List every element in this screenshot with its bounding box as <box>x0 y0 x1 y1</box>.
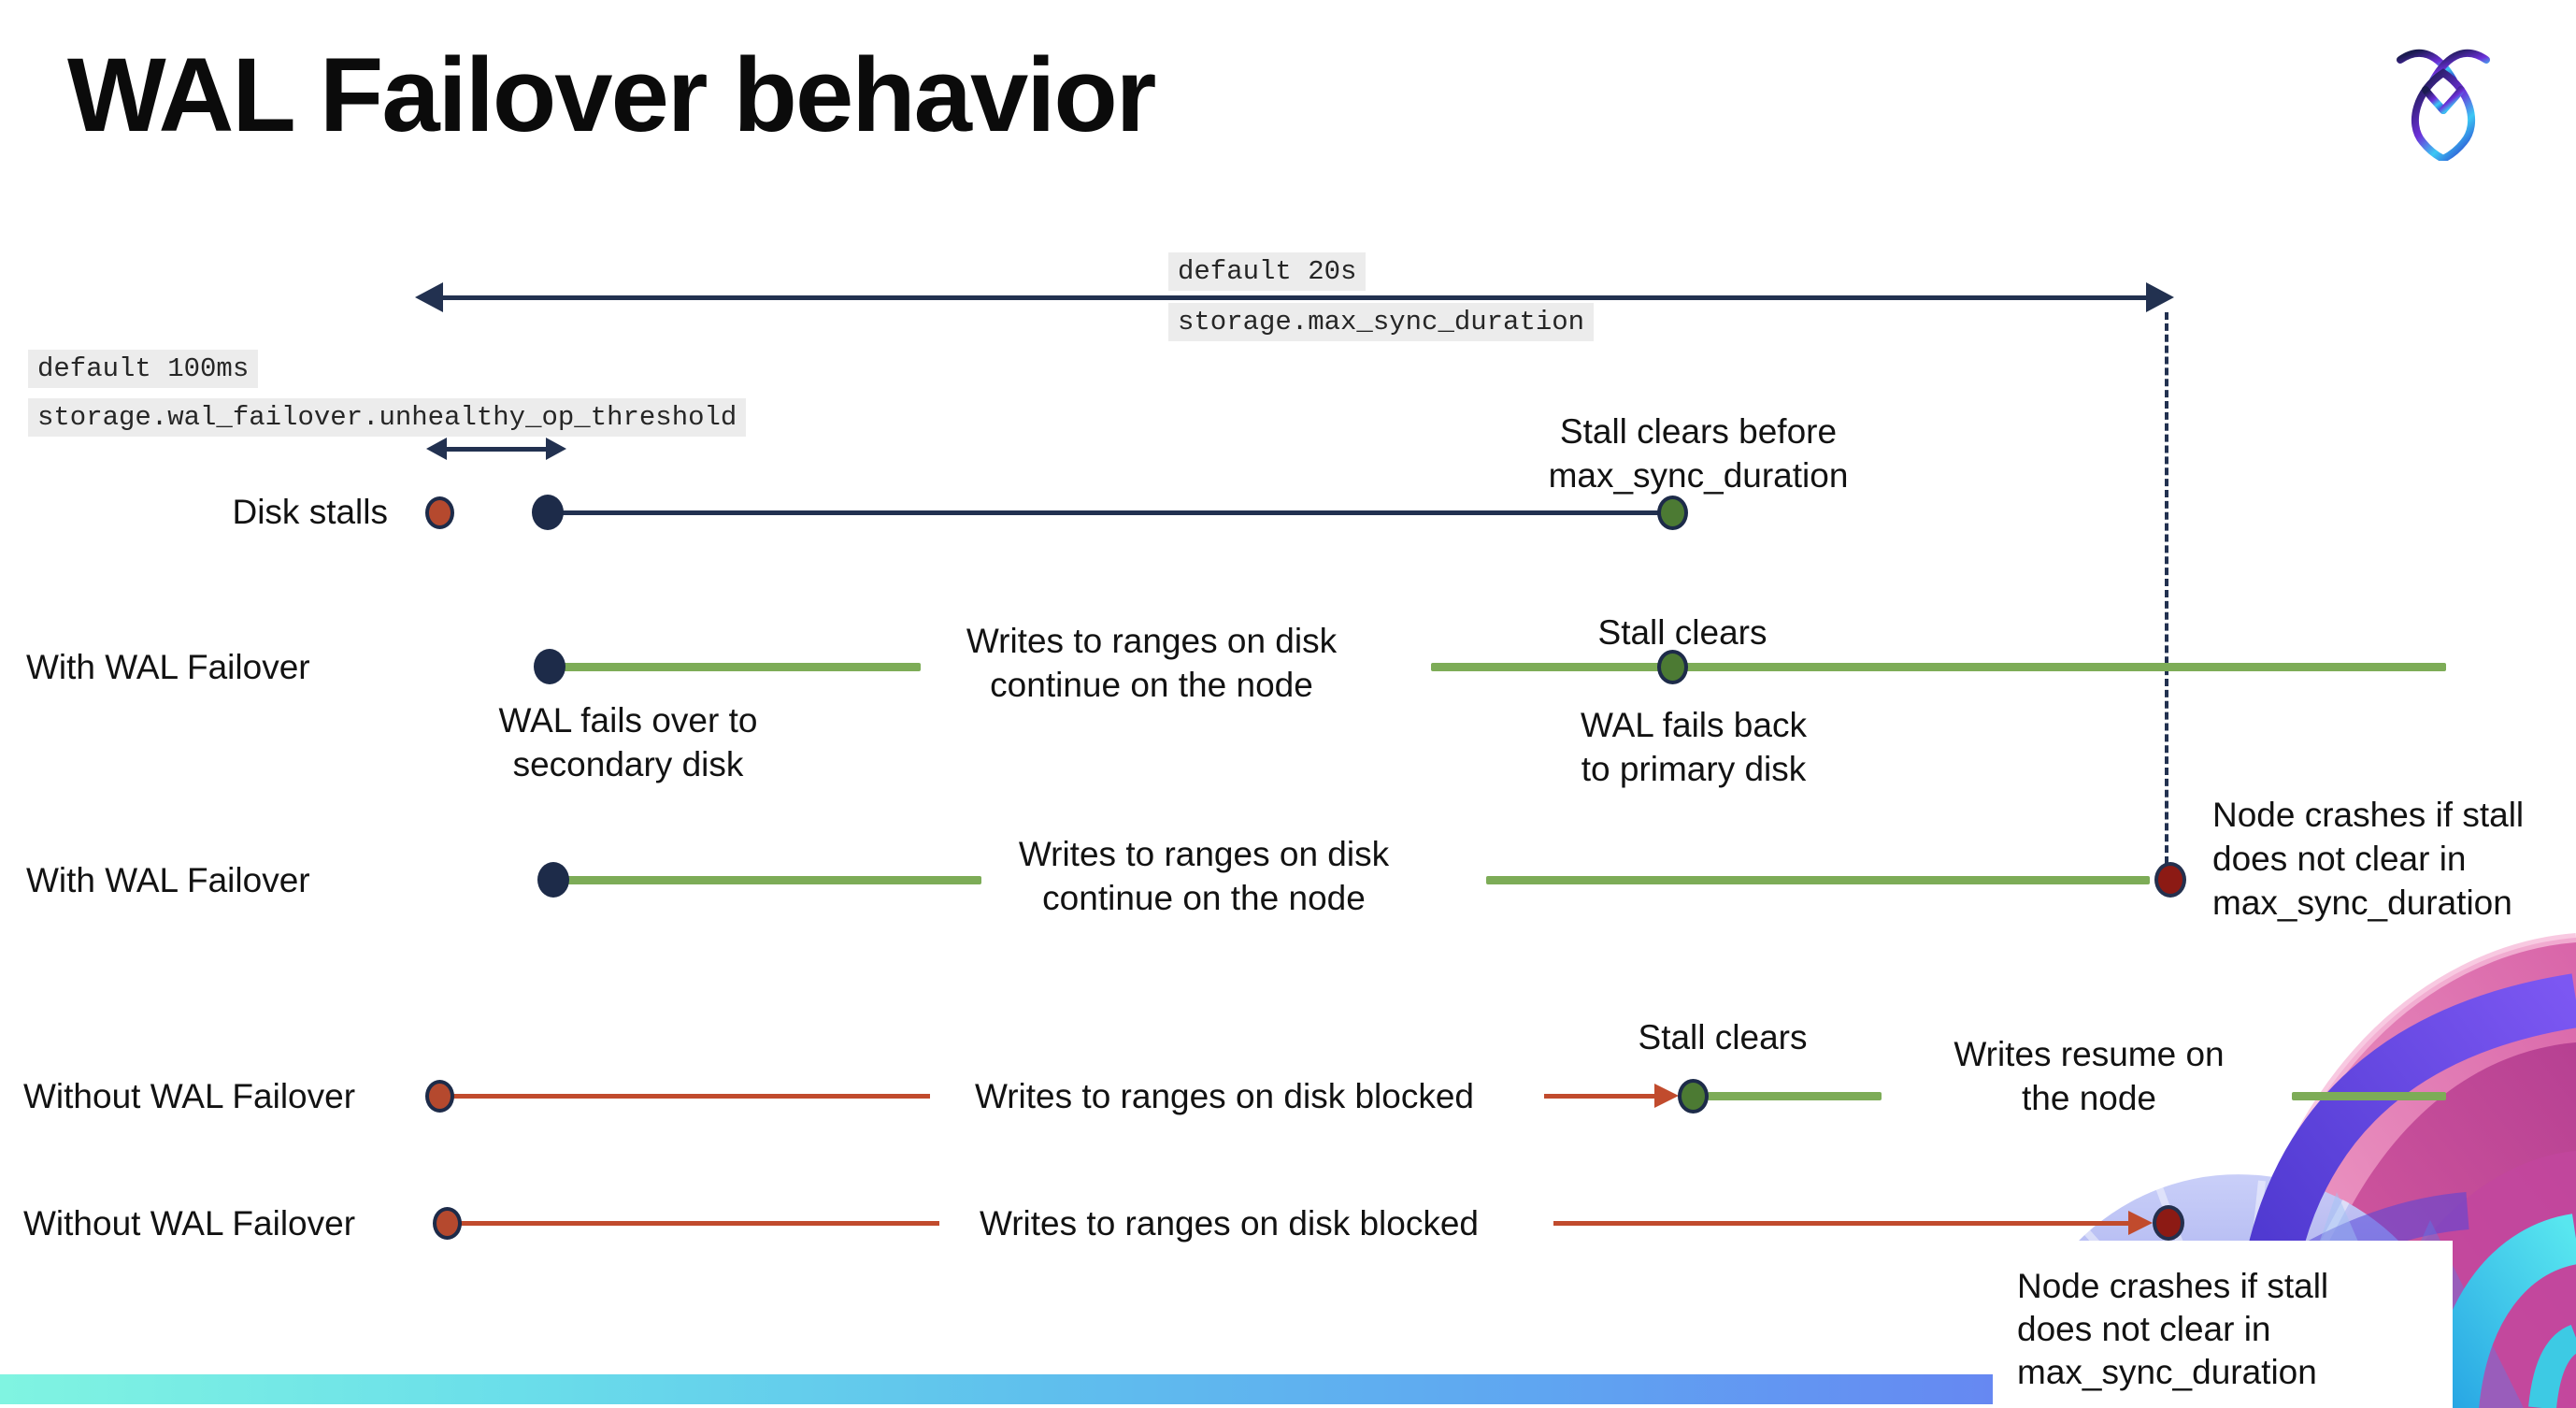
stall-clears-label: Stall clears <box>1638 1018 1808 1056</box>
max-sync-deadline-dashed-line <box>2165 312 2168 864</box>
writes-continue-label: Writes to ranges on disk continue on the… <box>941 619 1362 707</box>
node-crashes-callout: Node crashes if stall does not clear in … <box>1993 1241 2453 1408</box>
writes-continue-line <box>1486 876 2150 884</box>
stall-start-dot <box>433 1207 462 1240</box>
writes-continue-line <box>1431 663 2446 671</box>
writes-continue-line <box>565 876 981 884</box>
max-sync-duration-span-line <box>439 295 2146 300</box>
stall-clears-before-label: Stall clears before max_sync_duration <box>1548 412 1849 495</box>
arrowhead-right-icon <box>546 438 566 460</box>
node-crash-dot <box>2153 1205 2184 1241</box>
writes-blocked-line <box>459 1221 939 1226</box>
failover-threshold-dot <box>532 495 564 530</box>
max-sync-default-label: default 20s <box>1168 252 1367 292</box>
arrowhead-right-icon <box>2128 1211 2153 1235</box>
arrowhead-left-icon <box>415 282 443 312</box>
node-crashes-label: Node crashes if stall does not clear in … <box>2017 1267 2329 1391</box>
row-label-without-wal-failover: Without WAL Failover <box>23 1204 356 1243</box>
row-label-without-wal-failover: Without WAL Failover <box>23 1077 356 1115</box>
max-sync-setting-label: storage.max_sync_duration <box>1168 303 1595 342</box>
failback-dot <box>1657 650 1688 684</box>
row-label-with-wal-failover: With WAL Failover <box>26 861 310 899</box>
writes-blocked-line <box>1544 1094 1656 1099</box>
row-label-with-wal-failover: With WAL Failover <box>26 648 310 686</box>
failover-dot <box>537 862 569 898</box>
arrowhead-right-icon <box>2146 282 2174 312</box>
stall-clear-dot <box>1657 496 1688 530</box>
unhealthy-default-label: default 100ms <box>28 350 259 389</box>
stall-start-dot <box>425 1080 454 1113</box>
writes-blocked-label: Writes to ranges on disk blocked <box>944 1074 1505 1118</box>
writes-continue-label: Writes to ranges on disk continue on the… <box>994 832 1414 920</box>
disk-stall-timeline <box>548 510 1664 515</box>
unhealthy-setting-label: storage.wal_failover.unhealthy_op_thresh… <box>28 398 747 438</box>
wal-fails-over-label: WAL fails over to secondary disk <box>498 701 758 783</box>
arrowhead-right-icon <box>1654 1084 1679 1108</box>
writes-resume-line <box>2292 1092 2446 1100</box>
wal-fails-back-label: WAL fails back to primary disk <box>1581 706 1807 788</box>
page-title: WAL Failover behavior <box>67 36 1156 153</box>
threshold-span-line <box>445 447 548 452</box>
failover-dot <box>534 649 565 684</box>
row-label-disk-stalls: Disk stalls <box>232 493 388 531</box>
cockroachdb-logo-icon <box>2397 49 2490 161</box>
stall-clear-dot <box>1678 1079 1709 1113</box>
arrowhead-left-icon <box>426 438 447 460</box>
writes-blocked-line <box>451 1094 930 1099</box>
writes-blocked-line <box>1553 1221 2130 1226</box>
node-crashes-label: Node crashes if stall does not clear in … <box>2212 796 2525 922</box>
stall-clears-label: Stall clears <box>1597 613 1767 652</box>
writes-continue-line <box>561 663 921 671</box>
writes-resume-label: Writes resume on the node <box>1953 1035 2225 1117</box>
node-crash-dot <box>2154 862 2186 898</box>
writes-resume-line <box>1708 1092 1882 1100</box>
writes-blocked-label: Writes to ranges on disk blocked <box>949 1201 1510 1245</box>
stall-start-dot <box>425 496 454 529</box>
